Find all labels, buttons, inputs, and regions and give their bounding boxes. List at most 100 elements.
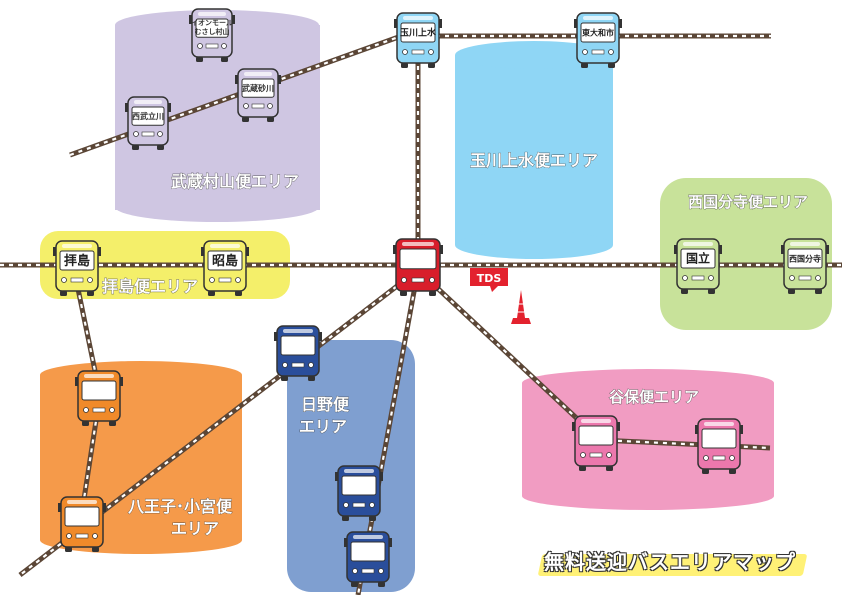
bus-stop-hino: 日野: [274, 325, 322, 381]
bus-roof: [67, 500, 97, 504]
bus-label-tachikawa: 立川: [405, 251, 431, 267]
bus-wheel: [235, 291, 242, 296]
bus-wheel: [60, 291, 67, 296]
bus-roof: [402, 242, 434, 246]
bus-mirror: [125, 103, 128, 112]
bus-wheel: [702, 469, 709, 474]
bus-mirror: [394, 19, 397, 28]
bus-windshield: [350, 541, 386, 562]
bus-stop-nishifu: 西府: [695, 418, 743, 474]
bus-wheel: [378, 582, 385, 587]
bus-mirror: [393, 245, 396, 254]
bus-mirror: [319, 332, 322, 341]
bus-plate: [361, 568, 375, 574]
bus-roof: [583, 16, 613, 20]
bus-light: [66, 533, 72, 539]
bus-wheel: [400, 291, 407, 296]
rail-nanbu-line-dash: [417, 269, 601, 441]
zone-label-hino-1: 日野便: [301, 395, 350, 414]
bus-light: [580, 452, 586, 458]
bus-roof: [283, 329, 313, 333]
bus-label-higashiyamato: 東大和市: [582, 27, 614, 37]
bus-label-yaho: 谷保: [583, 428, 610, 444]
bus-wheel: [581, 63, 588, 68]
bus-light: [429, 277, 435, 283]
bus-wheel: [429, 291, 436, 296]
bus-plate: [589, 452, 603, 458]
bus-mirror: [389, 538, 392, 547]
bus-plate: [205, 43, 219, 49]
bus-wheel: [196, 57, 203, 62]
tds-label: TDS: [477, 272, 502, 285]
bus-mirror: [274, 332, 277, 341]
bus-roof: [683, 242, 713, 246]
bus-wheel: [351, 582, 358, 587]
bus-wheel: [87, 291, 94, 296]
bus-light: [308, 362, 314, 368]
bus-mirror: [58, 503, 61, 512]
bus-label-manganji: 万願寺: [343, 479, 374, 492]
bus-light: [343, 502, 349, 508]
bus-light: [157, 131, 163, 137]
bus-wheel: [708, 289, 715, 294]
bus-wheel: [401, 63, 408, 68]
bus-windshield: [241, 78, 275, 98]
bus-mirror: [380, 472, 383, 481]
bus-label-nishimusashitachikawa: 西武立川: [132, 111, 164, 121]
bus-mirror: [278, 75, 281, 84]
bus-mirror: [572, 422, 575, 431]
bus-mirror: [617, 422, 620, 431]
map-title: 無料送迎バスエリアマップ: [544, 550, 796, 574]
bus-roof: [403, 16, 433, 20]
bus-roof: [344, 469, 374, 473]
bus-mirror: [103, 503, 106, 512]
bus-label-nishifu: 西府: [706, 431, 732, 447]
bus-mirror: [781, 245, 784, 254]
bus-mirror: [440, 245, 443, 254]
tds-marker: TDS: [470, 268, 531, 324]
bus-light: [197, 43, 203, 49]
zones: [40, 10, 832, 592]
bus-light: [209, 277, 215, 283]
zone-label-tamagawajousui: 玉川上水便エリア: [470, 151, 598, 170]
bus-plate: [141, 131, 155, 137]
bus-plate: [92, 407, 106, 413]
bus-windshield: [207, 250, 243, 271]
bus-light: [729, 455, 735, 461]
zone-label-haijima: 拝島便エリア: [102, 277, 198, 296]
bus-wheel: [308, 376, 315, 381]
bus-stops: イオンモールむさし村山武蔵砂川西武立川玉川上水東大和市立川拝島昭島国立西国分寺日…: [53, 8, 829, 587]
bus-mirror: [719, 245, 722, 254]
bus-mirror: [232, 15, 235, 24]
bus-roof: [353, 535, 383, 539]
bus-light: [703, 455, 709, 461]
bus-light: [267, 103, 273, 109]
bus-light: [682, 275, 688, 281]
bus-label-aeon-1: イオンモール: [191, 19, 233, 27]
bus-light: [606, 452, 612, 458]
bus-label-nishikokubunji: 西国分寺: [789, 253, 821, 263]
bus-label-akishima: 昭島: [212, 253, 238, 269]
zone-label-hachioji-2: エリア: [171, 519, 219, 538]
bus-windshield: [680, 248, 716, 269]
bus-wheel: [281, 376, 288, 381]
bus-light: [243, 103, 249, 109]
zone-label-yaho: 谷保便エリア: [609, 388, 699, 406]
bus-stop-manganji: 万願寺: [335, 465, 383, 521]
bus-label-kunitachi: 国立: [686, 251, 710, 266]
bus-light: [92, 533, 98, 539]
bus-windshield: [195, 18, 229, 38]
bus-windshield: [64, 506, 100, 527]
rail-tama-monorail-dash: [356, 269, 420, 595]
bus-light: [428, 49, 434, 55]
bus-light: [789, 275, 795, 281]
bus-wheel: [92, 547, 99, 552]
bus-stop-akishima: 昭島: [201, 240, 249, 296]
bus-light: [708, 275, 714, 281]
bus-windshield: [787, 248, 823, 269]
bus-label-aeon-2: むさし村山: [195, 27, 230, 36]
bus-light: [401, 277, 407, 283]
bus-wheel: [221, 57, 228, 62]
